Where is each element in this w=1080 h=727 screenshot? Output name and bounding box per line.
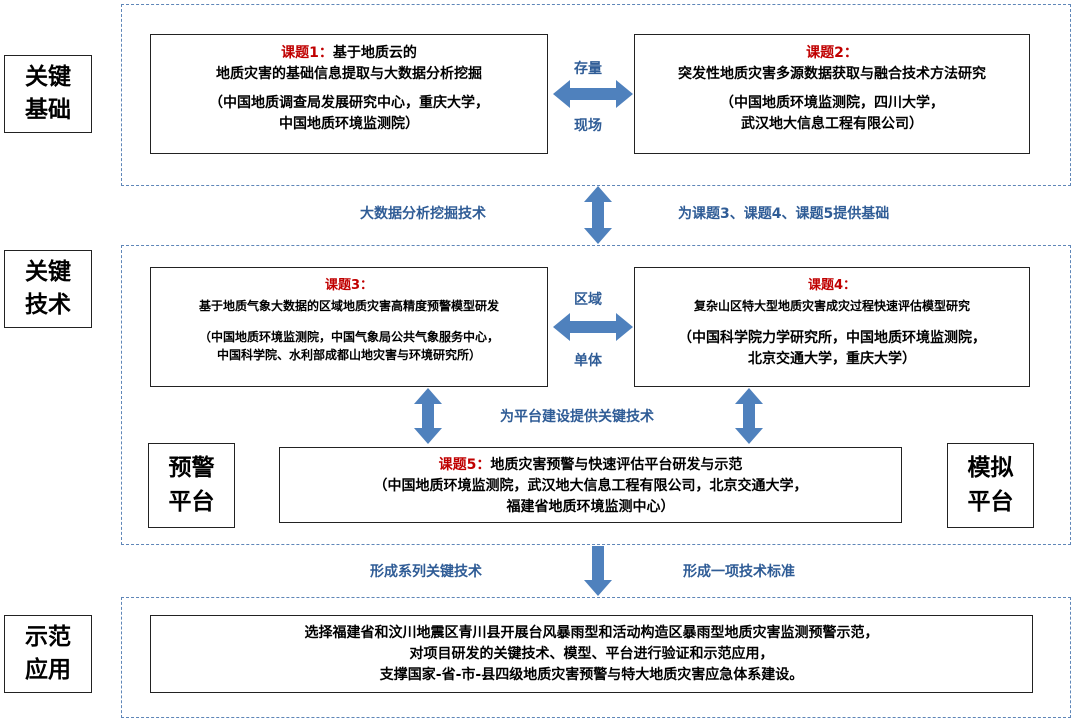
demo-line3: 支撑国家-省-市-县四级地质灾害预警与特大地质灾害应急体系建设。 <box>379 667 804 683</box>
section-foundation-line1: 关键 <box>25 63 71 90</box>
topic3-topic5-double-arrow <box>414 388 442 444</box>
label-standard: 形成一项技术标准 <box>683 564 795 580</box>
topic2-org2: 武汉地大信息工程有限公司） <box>741 116 923 132</box>
warning-platform-line1: 预警 <box>168 455 215 482</box>
topic5-org2: 福建省地质环境监测中心） <box>506 499 675 515</box>
label-series-tech: 形成系列关键技术 <box>370 564 482 580</box>
label-platform-tech: 为平台建设提供关键技术 <box>500 409 654 425</box>
topic2-tag: 课题2： <box>806 45 858 61</box>
topic5-title: 地质灾害预警与快速评估平台研发与示范 <box>490 457 743 473</box>
label-region: 区域 <box>574 292 602 308</box>
demo-group <box>121 597 1071 718</box>
topic4-org1: （中国科学院力学研究所，中国地质环境监测院， <box>678 330 986 346</box>
foundation-technology-double-arrow <box>584 186 612 244</box>
section-technology-line2: 技术 <box>25 292 71 318</box>
demo-line2: 对项目研发的关键技术、模型、平台进行验证和示范应用， <box>409 646 774 662</box>
topic1-tag: 课题1： <box>281 45 333 61</box>
topic3-box: 课题3： 基于地质气象大数据的区域地质灾害高精度预警模型研发 （中国地质环境监测… <box>150 267 548 387</box>
warning-platform-box: 预警平台 <box>148 443 235 528</box>
topic1-org1: （中国地质调查局发展研究中心，重庆大学， <box>209 95 489 111</box>
topic1-title1: 基于地质云的 <box>332 45 417 61</box>
simulation-platform-line2: 平台 <box>967 488 1014 515</box>
topic3-org2: 中国科学院、水利部成都山地灾害与环境研究所） <box>216 348 481 362</box>
topic2-box: 课题2： 突发性地质灾害多源数据获取与融合技术方法研究 （中国地质环境监测院，四… <box>634 34 1030 154</box>
topic3-org1: （中国地质环境监测院，中国气象局公共气象服务中心， <box>198 330 499 344</box>
section-demo-line2: 应用 <box>25 657 71 683</box>
topic2-title: 突发性地质灾害多源数据获取与融合技术方法研究 <box>678 66 986 82</box>
simulation-platform-box: 模拟平台 <box>947 443 1034 528</box>
topic1-topic2-double-arrow <box>553 80 633 108</box>
section-foundation-line2: 基础 <box>25 97 71 123</box>
topic1-box: 课题1：基于地质云的 地质灾害的基础信息提取与大数据分析挖掘 （中国地质调查局发… <box>150 34 548 154</box>
topic1-title2: 地质灾害的基础信息提取与大数据分析挖掘 <box>216 66 482 82</box>
topic3-tag: 课题3： <box>324 278 374 293</box>
topic5-box: 课题5：地质灾害预警与快速评估平台研发与示范 （中国地质环境监测院，武汉地大信息… <box>279 447 902 523</box>
technology-group <box>121 245 1071 545</box>
warning-platform-line2: 平台 <box>168 488 215 515</box>
label-single: 单体 <box>574 353 602 369</box>
topic3-topic4-double-arrow <box>553 313 633 341</box>
topic4-topic5-double-arrow <box>735 388 763 444</box>
simulation-platform-line1: 模拟 <box>967 455 1014 482</box>
section-technology-line1: 关键 <box>25 258 71 285</box>
topic2-org1: （中国地质环境监测院，四川大学， <box>720 95 944 111</box>
label-stock: 存量 <box>574 61 602 77</box>
demo-box: 选择福建省和汶川地震区青川县开展台风暴雨型和活动构造区暴雨型地质灾害监测预警示范… <box>150 615 1033 693</box>
topic3-title: 基于地质气象大数据的区域地质灾害高精度预警模型研发 <box>198 299 499 313</box>
technology-demo-down-arrow <box>584 546 612 596</box>
demo-line1: 选择福建省和汶川地震区青川县开展台风暴雨型和活动构造区暴雨型地质灾害监测预警示范… <box>304 625 879 641</box>
topic4-box: 课题4： 复杂山区特大型地质灾害成灾过程快速评估模型研究 （中国科学院力学研究所… <box>634 267 1030 387</box>
label-provide-base: 为课题3、课题4、课题5提供基础 <box>678 206 890 222</box>
section-label-technology: 关键技术 <box>4 250 92 328</box>
topic4-tag: 课题4： <box>807 278 857 293</box>
foundation-group <box>121 4 1071 186</box>
label-field: 现场 <box>574 118 602 134</box>
topic5-tag: 课题5： <box>438 457 491 473</box>
section-label-demo: 示范应用 <box>4 615 92 693</box>
topic5-org1: （中国地质环境监测院，武汉地大信息工程有限公司，北京交通大学， <box>373 478 808 494</box>
topic1-org2: 中国地质环境监测院） <box>279 116 419 132</box>
topic4-org2: 北京交通大学，重庆大学） <box>748 351 916 367</box>
section-label-foundation: 关键基础 <box>4 55 92 133</box>
section-demo-line1: 示范 <box>25 623 71 650</box>
label-bigdata: 大数据分析挖掘技术 <box>360 206 486 222</box>
topic4-title: 复杂山区特大型地质灾害成灾过程快速评估模型研究 <box>693 299 970 313</box>
